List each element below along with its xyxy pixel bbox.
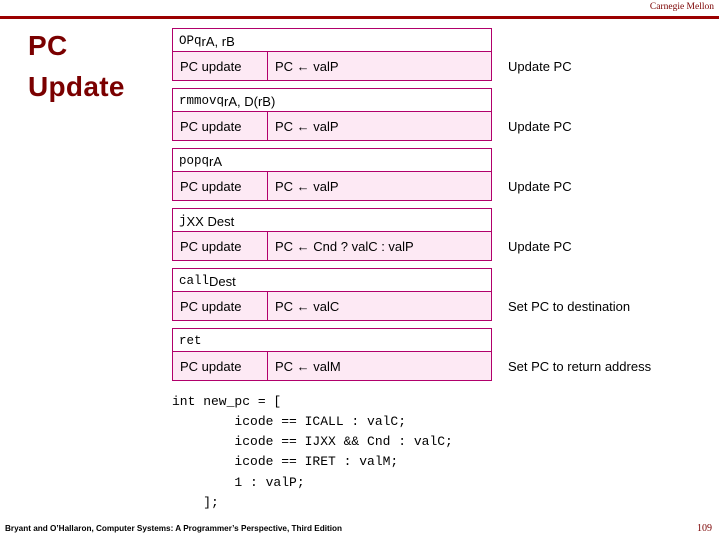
note-text: Update PC [508, 59, 572, 74]
stage-label: PC update [172, 172, 268, 201]
instruction-mnemonic: ret [179, 334, 202, 348]
page-title-line2: Update [28, 70, 125, 102]
stage-expression: PC ← Cnd ? valC : valP [268, 232, 492, 261]
instruction-header: rmmovq rA, D(rB) [172, 88, 492, 112]
instruction-mnemonic: j [179, 214, 187, 228]
instruction-header: ret [172, 328, 492, 352]
instruction-operands: rA [209, 153, 223, 169]
stage-label: PC update [172, 232, 268, 261]
instruction-mnemonic: OPq [179, 34, 202, 48]
pc-update-group-rmmovq: rmmovq rA, D(rB) PC update PC ← valP [172, 88, 492, 141]
table-row: PC update PC ← valM [172, 352, 492, 381]
stage-expression: PC ← valC [268, 292, 492, 321]
table-row: PC update PC ← valC [172, 292, 492, 321]
banner-rule [0, 16, 719, 19]
instruction-operands: XX Dest [186, 213, 235, 229]
instruction-mnemonic: rmmovq [179, 94, 225, 108]
stage-label: PC update [172, 352, 268, 381]
table-row: PC update PC ← Cnd ? valC : valP [172, 232, 492, 261]
stage-label: PC update [172, 292, 268, 321]
note-text: Set PC to return address [508, 359, 652, 374]
instruction-mnemonic: call [179, 274, 210, 288]
pc-update-group-call: call Dest PC update PC ← valC [172, 268, 492, 321]
pc-update-group-ret: ret PC update PC ← valM [172, 328, 492, 381]
pc-update-group-opq: OPq rA, rB PC update PC ← valP [172, 28, 492, 81]
note-text: Set PC to destination [508, 299, 631, 314]
pc-update-group-popq: popq rA PC update PC ← valP [172, 148, 492, 201]
carnegie-mellon-banner: Carnegie Mellon [0, 0, 719, 19]
stage-expression: PC ← valP [268, 172, 492, 201]
table-row: PC update PC ← valP [172, 52, 492, 81]
instruction-header: call Dest [172, 268, 492, 292]
stage-expression: PC ← valP [268, 112, 492, 141]
institution-label: Carnegie Mellon [649, 2, 714, 12]
stage-expression: PC ← valP [268, 52, 492, 81]
instruction-operands: rA, D(rB) [224, 93, 276, 109]
instruction-mnemonic: popq [179, 154, 210, 168]
stage-label: PC update [172, 112, 268, 141]
table-row: PC update PC ← valP [172, 172, 492, 201]
instruction-operands: rA, rB [201, 33, 235, 49]
page-title: PC Update [28, 26, 178, 107]
instruction-header: OPq rA, rB [172, 28, 492, 52]
hcl-code-block: int new_pc = [ icode == ICALL : valC; ic… [172, 394, 453, 510]
table-row: PC update PC ← valP [172, 112, 492, 141]
instruction-operands: Dest [209, 273, 236, 289]
note-text: Update PC [508, 119, 572, 134]
footer-citation: Bryant and O’Hallaron, Computer Systems:… [5, 524, 342, 533]
page-title-line1: PC [28, 30, 68, 61]
note-text: Update PC [508, 239, 572, 254]
note-text: Update PC [508, 179, 572, 194]
stage-expression: PC ← valM [268, 352, 492, 381]
stage-label: PC update [172, 52, 268, 81]
instruction-header: popq rA [172, 148, 492, 172]
footer-page-number: 109 [697, 523, 712, 534]
